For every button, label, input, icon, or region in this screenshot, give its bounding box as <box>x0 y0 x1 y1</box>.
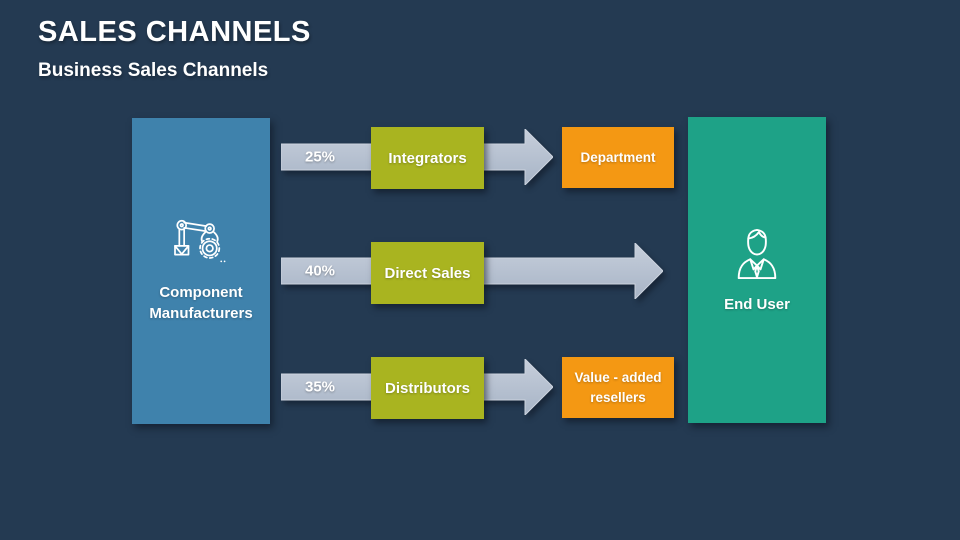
end-user-label: End User <box>724 295 790 313</box>
destination-label: Value - added resellers <box>574 369 662 405</box>
percent-label-integrators: 25% <box>305 148 336 166</box>
destination-box-department: Department <box>562 127 674 188</box>
percent-label-direct-sales: 40% <box>305 262 336 280</box>
component-manufacturers-label: Component Manufacturers <box>149 284 253 322</box>
channel-box-integrators: Integrators <box>371 127 484 189</box>
channel-label: Distributors <box>384 379 470 397</box>
percent-label-distributors: 35% <box>305 378 336 396</box>
slide-subtitle: Business Sales Channels <box>38 60 269 81</box>
component-manufacturers-box: Component Manufacturers <box>132 118 270 424</box>
robotic-arm-icon <box>174 219 226 263</box>
destination-box-value-added-resellers: Value - added resellers <box>562 357 674 418</box>
destination-label: Department <box>580 149 656 165</box>
end-user-box: End User <box>688 117 826 423</box>
business-person-icon <box>737 228 777 279</box>
channel-label: Direct Sales <box>384 264 471 282</box>
channel-box-distributors: Distributors <box>371 357 484 419</box>
slide-title: SALES CHANNELS <box>38 16 311 48</box>
channel-label: Integrators <box>388 149 467 167</box>
channel-box-direct-sales: Direct Sales <box>371 242 484 304</box>
